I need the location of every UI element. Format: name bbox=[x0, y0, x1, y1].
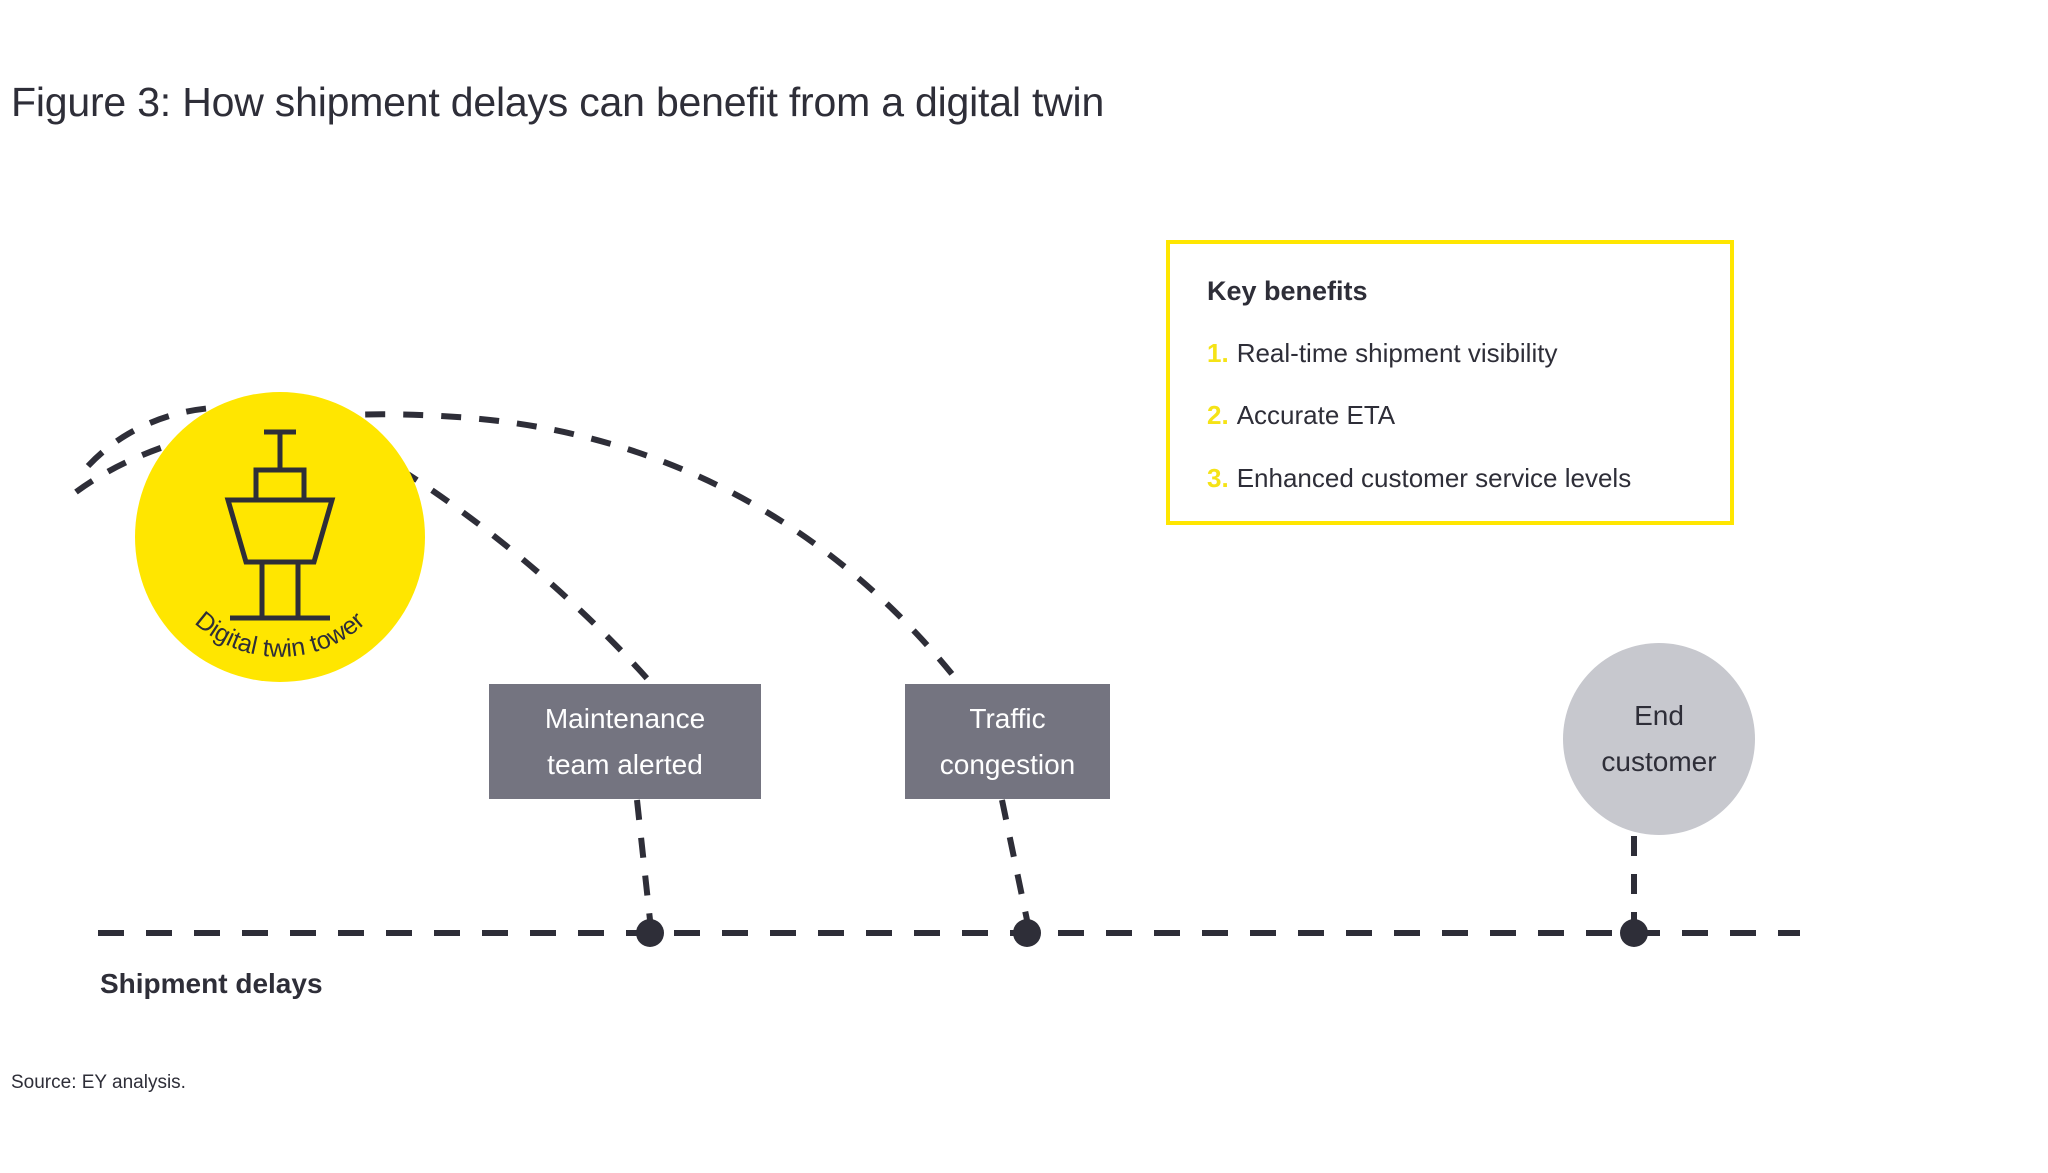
node-end-customer-label-line1: End bbox=[1634, 700, 1684, 731]
node-end-customer-label: End customer bbox=[1601, 693, 1716, 785]
timeline-dot-end-customer bbox=[1620, 919, 1648, 947]
node-end-customer-label-line2: customer bbox=[1601, 746, 1717, 777]
timeline-axis-label: Shipment delays bbox=[100, 968, 323, 999]
drop-line-traffic bbox=[999, 799, 1030, 921]
key-benefit-text-1: Real-time shipment visibility bbox=[1236, 338, 1558, 368]
timeline-dot-traffic bbox=[1013, 919, 1041, 947]
node-maintenance-label: Maintenance team alerted bbox=[545, 696, 705, 788]
key-benefit-item-3: 3. Enhanced customer service levels bbox=[1207, 463, 1631, 493]
tower-label-text: Digital twin tower bbox=[190, 606, 370, 663]
node-maintenance-team-alerted[interactable]: Maintenance team alerted bbox=[489, 684, 761, 799]
drop-line-maintenance bbox=[634, 799, 653, 921]
node-maintenance-label-line2: team alerted bbox=[547, 748, 703, 780]
key-benefits-panel: Key benefits 1. Real-time shipment visib… bbox=[1166, 240, 1734, 525]
control-tower-icon bbox=[224, 429, 336, 621]
key-benefit-text-3: Enhanced customer service levels bbox=[1236, 463, 1632, 493]
node-maintenance-label-line1: Maintenance bbox=[544, 702, 706, 734]
key-benefit-item-2: 2. Accurate ETA bbox=[1207, 400, 1395, 430]
key-benefit-number-3: 3. bbox=[1207, 463, 1229, 493]
tower-label-curved: Digital twin tower bbox=[190, 606, 370, 663]
key-benefit-text-2: Accurate ETA bbox=[1236, 400, 1396, 430]
page-title: Figure 3: How shipment delays can benefi… bbox=[11, 79, 1105, 125]
node-traffic-congestion[interactable]: Traffic congestion bbox=[905, 684, 1110, 799]
node-traffic-label-line2: congestion bbox=[939, 748, 1076, 780]
timeline-dot-maintenance bbox=[636, 919, 664, 947]
node-traffic-label: Traffic congestion bbox=[940, 696, 1075, 788]
node-end-customer[interactable]: End customer bbox=[1563, 643, 1755, 835]
key-benefit-item-1: 1. Real-time shipment visibility bbox=[1207, 338, 1557, 368]
node-traffic-label-line1: Traffic bbox=[969, 702, 1046, 734]
node-digital-twin-tower[interactable]: Digital twin tower bbox=[135, 392, 425, 682]
key-benefit-number-1: 1. bbox=[1207, 338, 1229, 368]
key-benefit-number-2: 2. bbox=[1207, 400, 1229, 430]
key-benefits-heading: Key benefits bbox=[1207, 276, 1368, 306]
source-note: Source: EY analysis. bbox=[11, 1072, 186, 1093]
